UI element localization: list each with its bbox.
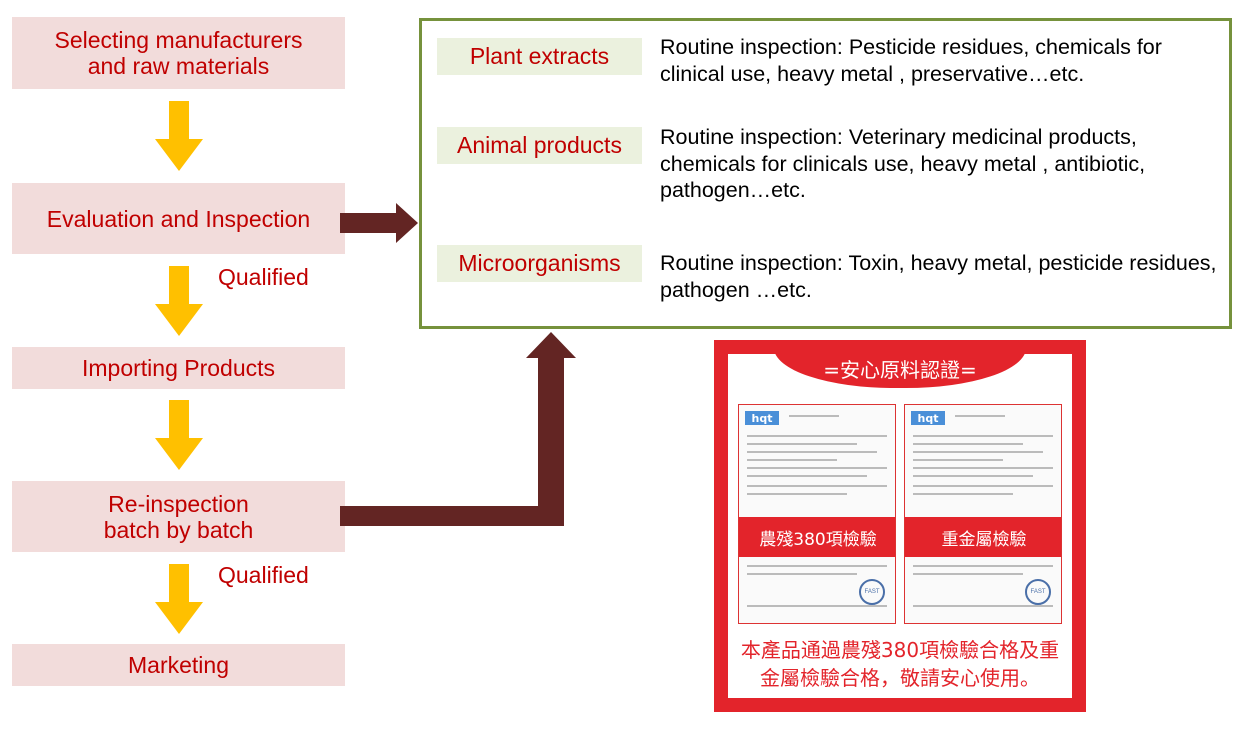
down-arrow-icon <box>155 564 203 634</box>
hqt-logo-icon: hqt <box>911 411 945 425</box>
fast-stamp-icon: FAST <box>1025 579 1051 605</box>
down-arrow-icon <box>155 400 203 470</box>
desc-plant-extracts: Routine inspection: Pesticide residues, … <box>660 35 1162 86</box>
category-plant-extracts: Plant extracts <box>437 38 642 75</box>
step-marketing: Marketing <box>12 644 345 686</box>
desc-microorganisms: Routine inspection: Toxin, heavy metal, … <box>660 251 1217 302</box>
certificate-statement: 本產品通過農殘380項檢驗合格及重金屬檢驗合格，敬請安心使用。 <box>740 638 1060 690</box>
step-selecting-manufacturers: Selecting manufacturers and raw material… <box>12 17 345 89</box>
fast-stamp-icon: FAST <box>859 579 885 605</box>
right-arrow-icon <box>340 203 418 243</box>
step-evaluation-inspection: Evaluation and Inspection <box>12 183 345 254</box>
report-document-pesticide: hqt 農殘380項檢驗 FAST <box>738 404 896 624</box>
heavy-metal-band: 重金屬檢驗 <box>905 517 1061 557</box>
down-arrow-icon <box>155 266 203 336</box>
category-microorganisms: Microorganisms <box>437 245 642 282</box>
qualified-label-1: Qualified <box>218 264 309 290</box>
down-arrow-icon <box>155 101 203 171</box>
step-importing-products: Importing Products <box>12 347 345 389</box>
hqt-logo-icon: hqt <box>745 411 779 425</box>
desc-animal-products: Routine inspection: Veterinary medicinal… <box>660 125 1146 202</box>
certificate-frame <box>714 340 1086 712</box>
certificate-image: =安心原料認證= hqt 農殘380項檢驗 FAST hqt 重金屬檢驗 FAS… <box>714 340 1086 712</box>
qualified-label-2: Qualified <box>218 562 309 588</box>
step-reinspection: Re-inspection batch by batch <box>12 481 345 552</box>
report-document-heavy-metal: hqt 重金屬檢驗 FAST <box>904 404 1062 624</box>
up-arrow-connector-icon <box>340 332 576 526</box>
pesticide-band: 農殘380項檢驗 <box>739 517 895 557</box>
category-animal-products: Animal products <box>437 127 642 164</box>
